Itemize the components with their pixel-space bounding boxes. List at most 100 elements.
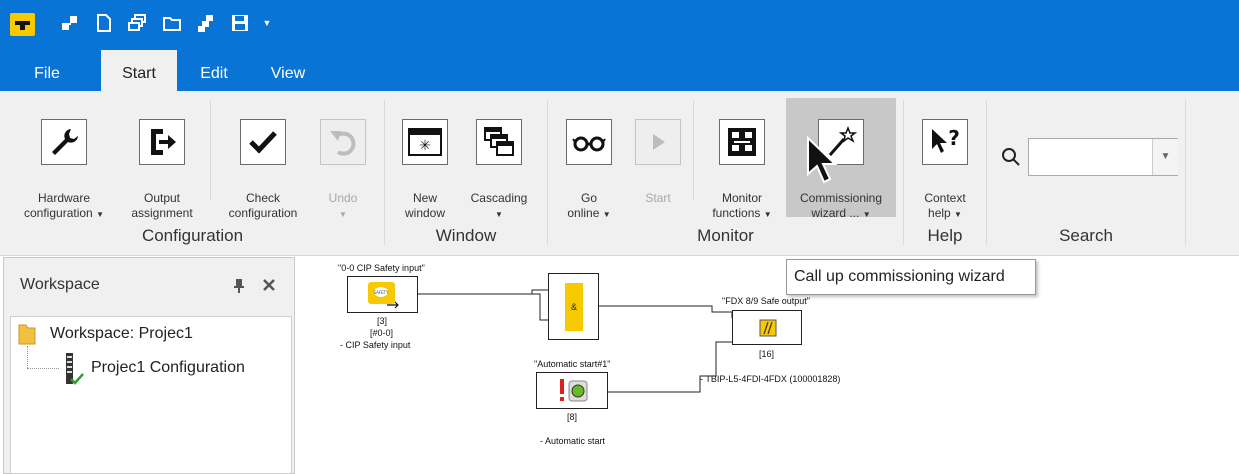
group-label-window: Window xyxy=(435,226,497,245)
group-label-monitor: Monitor xyxy=(697,226,754,245)
mouse-cursor-icon xyxy=(806,135,840,189)
cascading-windows-icon xyxy=(476,119,522,165)
hardware-label-2: configuration xyxy=(24,206,93,220)
cip-input-title: "0-0 CIP Safety input" xyxy=(338,263,425,273)
output-label-2: assignment xyxy=(131,206,193,220)
svg-text:?: ? xyxy=(948,126,960,150)
network-icon[interactable] xyxy=(195,12,217,34)
auto-start-description: - Automatic start xyxy=(540,436,606,446)
new-file-icon[interactable] xyxy=(93,12,115,34)
device-config-icon xyxy=(62,352,84,391)
fdx-safe-output-block[interactable] xyxy=(732,310,802,345)
auto-start-title: "Automatic start#1" xyxy=(534,359,611,369)
undo-button[interactable]: Undo▼ xyxy=(303,119,383,222)
new-window-icon: ✳ xyxy=(402,119,448,165)
cip-safety-input-block[interactable]: SAFETY xyxy=(347,276,418,313)
monitor-functions-label-2: functions xyxy=(712,206,761,220)
safety-input-icon: SAFETY xyxy=(368,282,399,309)
folder-icon xyxy=(17,322,37,351)
go-online-label-2: online xyxy=(567,206,600,220)
button-separator xyxy=(693,100,694,200)
close-icon[interactable] xyxy=(262,278,276,297)
context-help-label: Context xyxy=(924,191,966,205)
new-window-label-2: window xyxy=(404,206,446,220)
cip-input-address: [#0-0] xyxy=(370,328,394,338)
commissioning-label: Commissioning xyxy=(800,191,883,205)
tab-edit[interactable]: Edit xyxy=(200,65,228,82)
checkmark-icon xyxy=(240,119,286,165)
help-pointer-icon: ? xyxy=(922,119,968,165)
start-signal-icon xyxy=(560,379,588,402)
context-help-label-2: help xyxy=(928,206,951,220)
undo-label: Undo xyxy=(328,191,358,205)
pin-icon[interactable] xyxy=(232,278,246,299)
open-folder-icon[interactable] xyxy=(161,12,183,34)
and-logic-block[interactable]: & xyxy=(548,273,599,340)
button-separator xyxy=(210,100,211,200)
hardware-label: Hardware xyxy=(37,191,91,205)
start-label: Start xyxy=(645,191,671,205)
wrench-icon xyxy=(41,119,87,165)
group-label-search: Search xyxy=(1059,226,1113,245)
commissioning-label-2: wizard ... xyxy=(811,206,860,220)
group-separator xyxy=(547,100,548,245)
fdx-output-index: [16] xyxy=(759,349,775,359)
search-dropdown-button[interactable]: ▼ xyxy=(1152,139,1178,175)
tree-line xyxy=(27,368,59,370)
tree-item-configuration[interactable]: Projec1 Configuration xyxy=(91,359,245,376)
cip-input-index: [3] xyxy=(377,316,388,326)
and-symbol: & xyxy=(565,283,583,331)
workspace-title: Workspace xyxy=(20,276,100,293)
workspace-tree xyxy=(10,316,292,474)
group-separator xyxy=(986,100,987,245)
new-window-label: New xyxy=(412,191,437,205)
automatic-start-block[interactable] xyxy=(536,372,608,409)
group-separator xyxy=(903,100,904,245)
monitor-functions-label: Monitor xyxy=(721,191,762,205)
safety-chip-label: SAFETY xyxy=(373,290,389,295)
save-icon[interactable] xyxy=(229,12,251,34)
tree-item-workspace[interactable]: Workspace: Projec1 xyxy=(50,325,193,342)
hardware-qat-icon[interactable] xyxy=(59,12,81,34)
commissioning-tooltip: Call up commissioning wizard xyxy=(786,259,1036,295)
fdx-output-title: "FDX 8/9 Safe output" xyxy=(722,296,810,306)
customize-qat-icon[interactable]: ▼ xyxy=(262,18,272,28)
group-label-configuration: Configuration xyxy=(141,226,244,245)
glasses-icon xyxy=(566,119,612,165)
cascading-button[interactable]: Cascading▼ xyxy=(459,119,539,222)
cip-input-description: - CIP Safety input xyxy=(340,340,411,350)
search-icon xyxy=(1000,146,1022,173)
group-separator xyxy=(1185,100,1186,245)
group-label-help: Help xyxy=(927,226,963,245)
go-online-label: Go xyxy=(580,191,597,205)
check-label: Check xyxy=(245,191,280,205)
auto-start-index: [8] xyxy=(567,412,578,422)
safe-output-icon xyxy=(759,319,777,337)
tree-line xyxy=(27,346,29,368)
monitor-functions-icon xyxy=(719,119,765,165)
cascade-windows-icon[interactable] xyxy=(126,12,148,34)
tab-view[interactable]: View xyxy=(270,65,306,82)
fdx-output-description: - TBIP-L5-4FDI-4FDX (100001828) xyxy=(700,374,841,384)
check-label-2: configuration xyxy=(228,206,298,220)
group-separator xyxy=(384,100,385,245)
app-logo-icon xyxy=(10,13,35,36)
output-assignment-icon xyxy=(139,119,185,165)
start-button[interactable]: Start xyxy=(618,119,698,206)
tab-file[interactable]: File xyxy=(34,65,60,82)
play-icon xyxy=(635,119,681,165)
menu-bar xyxy=(0,50,1239,91)
undo-icon xyxy=(320,119,366,165)
svg-text:✳: ✳ xyxy=(419,138,431,154)
output-label: Output xyxy=(143,191,181,205)
tab-start[interactable]: Start xyxy=(101,50,177,91)
